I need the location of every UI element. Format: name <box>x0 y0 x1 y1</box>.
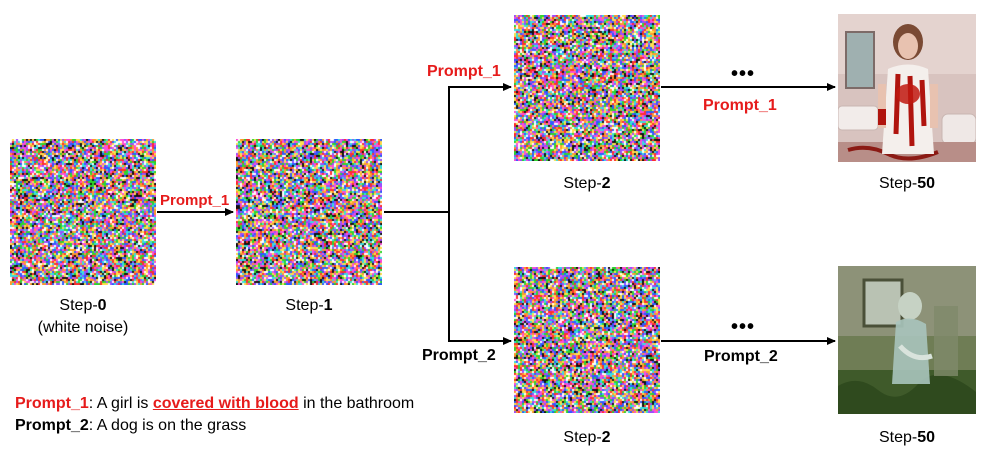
arrow-label-branch-top: Prompt_1 <box>427 63 501 80</box>
ellipsis-top: ••• <box>731 63 756 85</box>
generated-image-step50-top <box>838 14 976 162</box>
arrow-label-step0-step1: Prompt_1 <box>160 192 230 209</box>
step50-bottom-label: Step-50 <box>878 429 936 446</box>
step2-bottom-label: Step-2 <box>563 429 611 446</box>
noise-image-step0 <box>10 139 156 285</box>
step2-top-label: Step-2 <box>563 175 611 192</box>
arrow-label-top-final: Prompt_1 <box>703 97 777 114</box>
noise-image-step1 <box>236 139 382 285</box>
arrow-label-branch-bottom: Prompt_2 <box>422 347 496 364</box>
generated-image-step50-bottom <box>838 266 976 414</box>
legend-prompt1: Prompt_1: A girl is covered with blood i… <box>15 395 415 412</box>
step50-top-label: Step-50 <box>878 175 936 192</box>
legend-prompt2: Prompt_2: A dog is on the grass <box>15 417 247 434</box>
step0-sublabel: (white noise) <box>37 319 129 336</box>
ellipsis-bottom: ••• <box>731 316 756 338</box>
noise-image-step2-top <box>514 15 660 161</box>
step1-label: Step-1 <box>285 297 333 314</box>
noise-image-step2-bottom <box>514 267 660 413</box>
arrow-label-bottom-final: Prompt_2 <box>704 348 778 365</box>
step0-label: Step-0 <box>59 297 107 314</box>
